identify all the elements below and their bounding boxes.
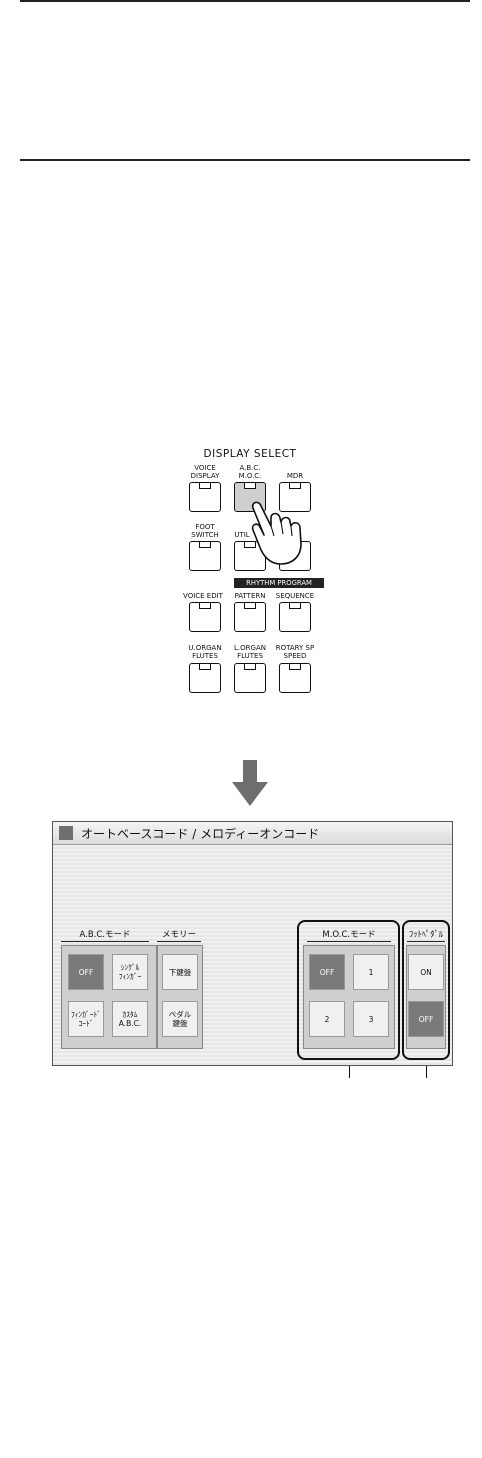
led-icon <box>244 542 256 548</box>
mdr-label: MDR <box>286 472 304 480</box>
voice-edit-label: VOICE EDIT <box>183 592 223 600</box>
led-icon <box>289 664 301 670</box>
led-icon <box>244 483 256 489</box>
memory-label: メモリー <box>157 930 201 942</box>
memory-pedal-keyboard-button[interactable]: ペダル 鍵盤 <box>162 1001 198 1037</box>
lcd-screen: オートベースコード / メロディーオンコード A.B.C.モード OFF ｼﾝｸ… <box>52 821 453 1066</box>
moc-callout-line <box>349 1066 350 1078</box>
moc-mode-group: OFF 1 2 3 <box>303 945 395 1049</box>
display-select-panel: DISPLAY SELECT VOICE DISPLAY A.B.C. M.O.… <box>170 448 330 708</box>
rhythm-program-banner: RHYTHM PROGRAM <box>234 578 324 588</box>
rotary-sp-speed-label: ROTARY SP SPEED <box>275 644 315 660</box>
abc-fingered-chord-button[interactable]: ﾌｨﾝｶﾞｰﾄﾞ ｺｰﾄﾞ <box>68 1001 104 1037</box>
u-organ-flutes-button[interactable] <box>189 663 221 693</box>
foot-switch-label: FOOT SWITCH <box>191 523 219 539</box>
memory-group: 下鍵盤 ペダル 鍵盤 <box>157 945 203 1049</box>
led-icon <box>199 483 211 489</box>
moc-mode-highlight <box>297 920 400 1060</box>
pattern-label: PATTERN <box>234 592 266 600</box>
foot-pedal-highlight <box>402 920 450 1060</box>
foot-pedal-on-button[interactable]: ON <box>408 954 444 990</box>
moc-off-button[interactable]: OFF <box>309 954 345 990</box>
pressing-hand-icon <box>251 501 302 565</box>
moc-2-button[interactable]: 2 <box>309 1001 345 1037</box>
voice-edit-button[interactable] <box>189 602 221 632</box>
l-organ-flutes-label: L.ORGAN FLUTES <box>234 644 266 660</box>
section-rule <box>20 159 470 161</box>
foot-pedal-group: ON OFF <box>406 945 446 1049</box>
screen-title: オートベースコード / メロディーオンコード <box>81 827 320 841</box>
foot-pedal-label: ﾌｯﾄﾍﾟﾀﾞﾙ <box>407 930 445 942</box>
mdr-button[interactable] <box>279 482 311 512</box>
top-rule <box>20 0 470 2</box>
sequence-label: SEQUENCE <box>275 592 315 600</box>
rotary-sp-speed-button[interactable] <box>279 663 311 693</box>
page-square-icon <box>59 826 73 840</box>
led-icon <box>199 664 211 670</box>
led-icon <box>244 664 256 670</box>
memory-lower-keyboard-button[interactable]: 下鍵盤 <box>162 954 198 990</box>
display-select-title: DISPLAY SELECT <box>203 448 297 460</box>
down-arrow-icon <box>232 760 268 806</box>
voice-display-label: VOICE DISPLAY <box>190 464 220 480</box>
abc-mode-label: A.B.C.モード <box>61 930 149 942</box>
led-icon <box>289 483 301 489</box>
led-icon <box>244 603 256 609</box>
screen-title-bar: オートベースコード / メロディーオンコード <box>53 822 452 845</box>
moc-3-button[interactable]: 3 <box>353 1001 389 1037</box>
l-organ-flutes-button[interactable] <box>234 663 266 693</box>
led-icon <box>289 603 301 609</box>
pattern-button[interactable] <box>234 602 266 632</box>
utility-label: UTIL <box>234 531 250 539</box>
abc-single-finger-button[interactable]: ｼﾝｸﾞﾙ ﾌｨﾝｶﾞｰ <box>112 954 148 990</box>
foot-switch-button[interactable] <box>189 541 221 571</box>
foot-pedal-callout-line <box>426 1066 427 1078</box>
led-icon <box>199 603 211 609</box>
abc-off-button[interactable]: OFF <box>68 954 104 990</box>
foot-pedal-off-button[interactable]: OFF <box>408 1001 444 1037</box>
abc-moc-label: A.B.C. M.O.C. <box>238 464 262 480</box>
moc-mode-label: M.O.C.モード <box>307 930 391 942</box>
sequence-button[interactable] <box>279 602 311 632</box>
abc-mode-group: OFF ｼﾝｸﾞﾙ ﾌｨﾝｶﾞｰ ﾌｨﾝｶﾞｰﾄﾞ ｺｰﾄﾞ ｶｽﾀﾑ A.B.… <box>61 945 157 1049</box>
voice-display-button[interactable] <box>189 482 221 512</box>
u-organ-flutes-label: U.ORGAN FLUTES <box>188 644 222 660</box>
abc-custom-button[interactable]: ｶｽﾀﾑ A.B.C. <box>112 1001 148 1037</box>
moc-1-button[interactable]: 1 <box>353 954 389 990</box>
led-icon <box>199 542 211 548</box>
